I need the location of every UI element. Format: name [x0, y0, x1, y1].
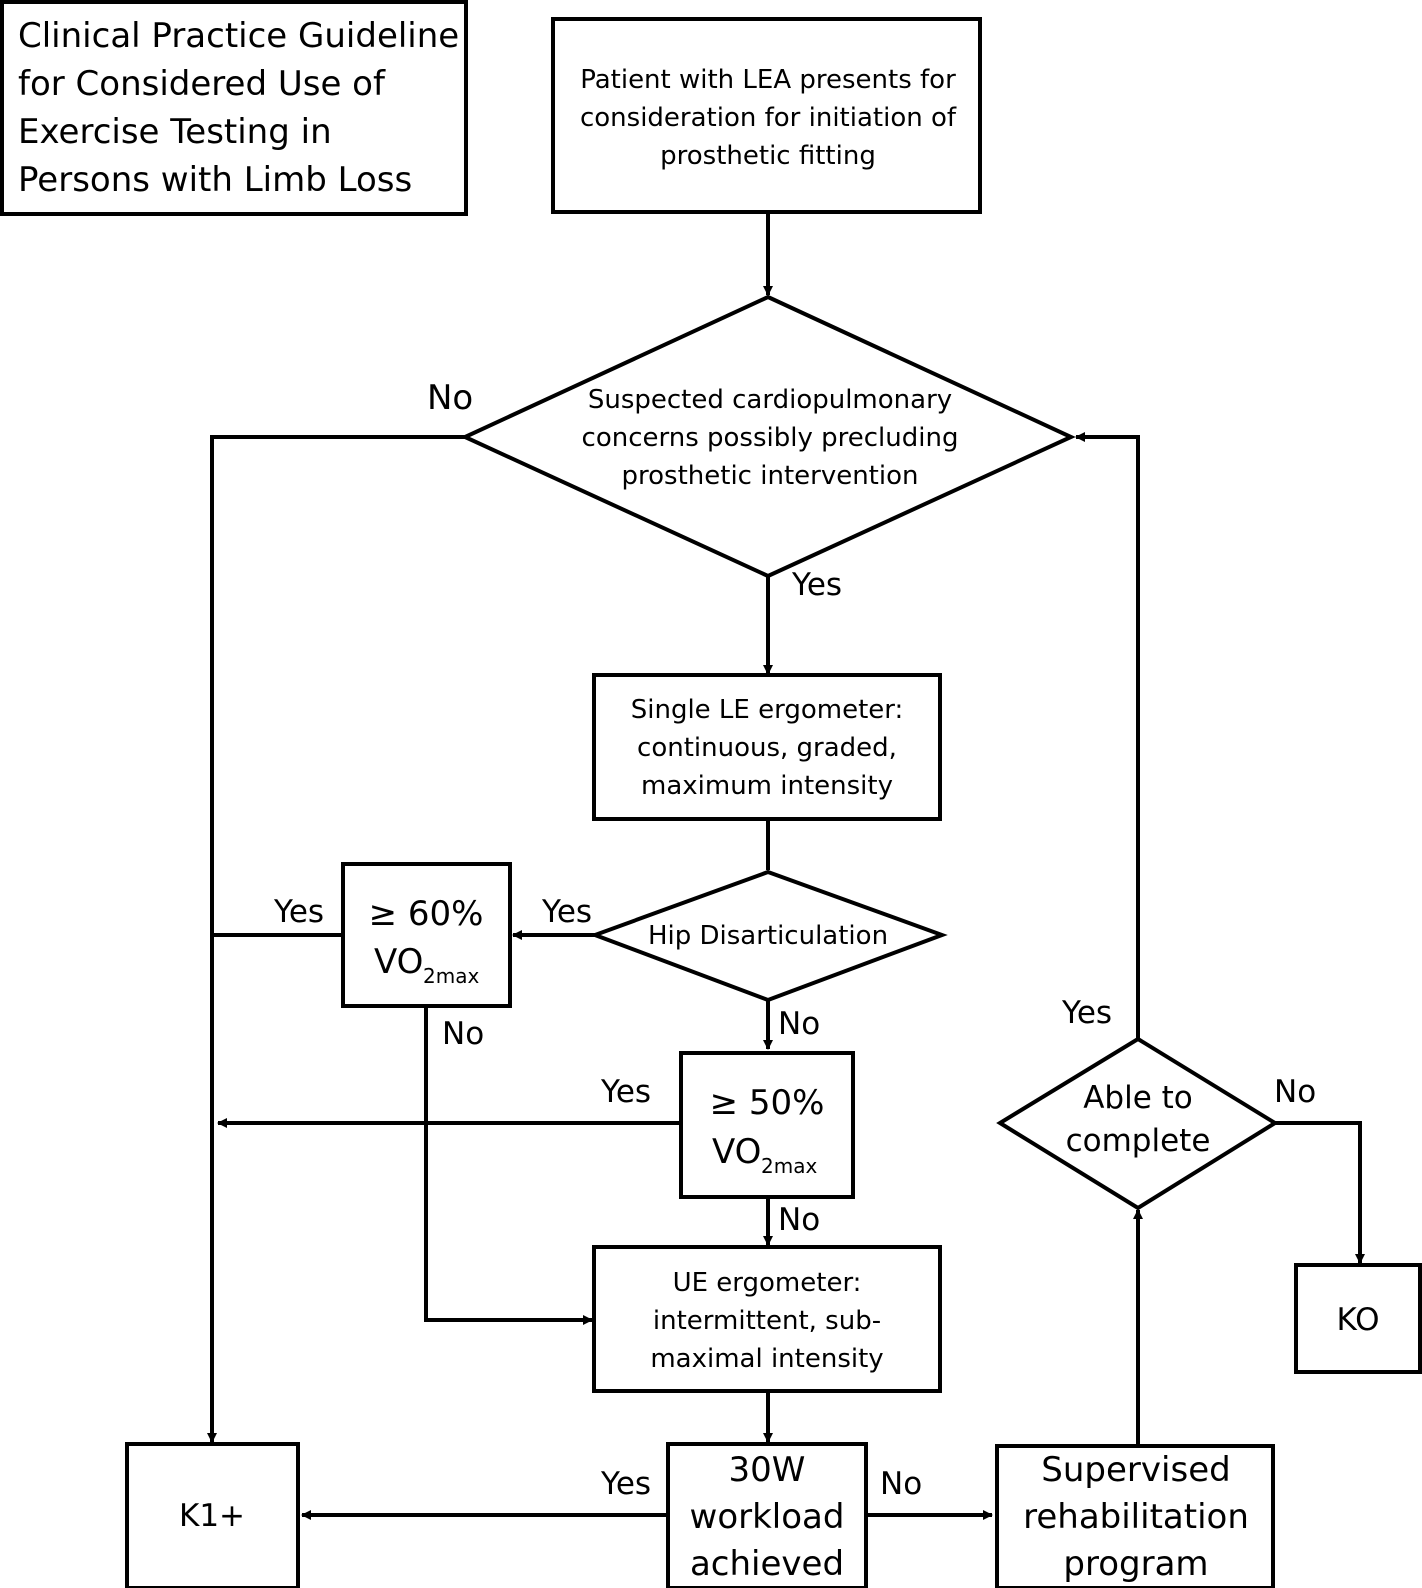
cardio-text: concerns possibly precluding: [582, 423, 959, 453]
cardio-text: Suspected cardiopulmonary: [588, 385, 952, 415]
vo60-subscript: 2max: [423, 964, 479, 988]
k0-text: KO: [1336, 1302, 1379, 1338]
edge-label-vo50-yes: Yes: [600, 1074, 651, 1110]
k0-box: KO: [1294, 1263, 1422, 1374]
title-line: for Considered Use of: [18, 64, 386, 104]
edge-label-hip-no: No: [778, 1006, 820, 1042]
edge-label-cardio-no: No: [427, 378, 473, 418]
edge-label-workload-yes: Yes: [600, 1466, 651, 1502]
cardio-decision: Suspected cardiopulmonary concerns possi…: [460, 294, 1076, 579]
edge-label-able-no: No: [1274, 1074, 1316, 1110]
start-text: Patient with LEA presents for: [580, 65, 956, 95]
k1-text: K1+: [179, 1498, 245, 1534]
title-line: Exercise Testing in: [18, 112, 332, 152]
edge-labels: No Yes Yes Yes No No Yes No Yes No Yes N…: [273, 378, 1316, 1502]
workload-text: workload: [690, 1497, 845, 1537]
edge-label-vo50-no: No: [778, 1202, 820, 1238]
rehab-text: program: [1063, 1544, 1208, 1584]
title-line: Clinical Practice Guideline: [18, 16, 459, 56]
edge-label-cardio-yes: Yes: [791, 567, 842, 603]
cardio-text: prosthetic intervention: [622, 461, 919, 491]
title-line: Persons with Limb Loss: [18, 160, 412, 200]
vo50-subscript: 2max: [761, 1154, 817, 1178]
k1-box: K1+: [125, 1442, 300, 1588]
hip-text: Hip Disarticulation: [648, 921, 888, 951]
rehab-box: Supervised rehabilitation program: [995, 1444, 1275, 1588]
vo50-box: ≥ 50% VO 2max: [679, 1051, 855, 1199]
start-text: prosthetic fitting: [660, 141, 876, 171]
rehab-text: Supervised: [1041, 1450, 1230, 1490]
arrow-able-no: [1275, 1121, 1365, 1264]
ue-text: UE ergometer:: [673, 1268, 862, 1298]
workload-box: 30W workload achieved: [666, 1442, 868, 1588]
start-box: Patient with LEA presents for considerat…: [551, 17, 982, 214]
rehab-text: rehabilitation: [1023, 1497, 1249, 1537]
workload-text: 30W: [729, 1450, 806, 1490]
edge-label-workload-no: No: [880, 1466, 922, 1502]
edge-label-hip-yes: Yes: [541, 894, 592, 930]
edge-label-vo60-no: No: [442, 1016, 484, 1052]
hip-decision: Hip Disarticulation: [589, 869, 948, 1003]
edge-label-vo60-yes: Yes: [273, 894, 324, 930]
title-box: Clinical Practice Guideline for Consider…: [0, 0, 468, 216]
able-decision: Able to complete: [996, 1036, 1279, 1211]
connectors: [207, 214, 1365, 1520]
single-le-text: Single LE ergometer:: [631, 695, 904, 725]
ue-box: UE ergometer: intermittent, sub- maximal…: [592, 1245, 942, 1393]
single-le-text: maximum intensity: [641, 771, 893, 801]
single-le-box: Single LE ergometer: continuous, graded,…: [592, 673, 942, 821]
vo50-label: VO: [712, 1132, 761, 1172]
able-text: Able to: [1083, 1080, 1193, 1116]
vo60-label: VO: [374, 942, 423, 982]
edge-label-able-yes: Yes: [1061, 995, 1112, 1031]
able-text: complete: [1066, 1123, 1211, 1159]
ue-text: maximal intensity: [650, 1344, 883, 1374]
vo50-percent: ≥ 50%: [710, 1083, 825, 1123]
line-cardio-no: [210, 435, 465, 935]
vo60-box: ≥ 60% VO 2max: [341, 862, 512, 1008]
workload-text: achieved: [690, 1544, 844, 1584]
single-le-text: continuous, graded,: [637, 733, 897, 763]
vo60-percent: ≥ 60%: [369, 894, 484, 934]
ue-text: intermittent, sub-: [653, 1306, 881, 1336]
arrow-able-yes: [1075, 432, 1140, 1039]
arrow-vo60-no: [424, 1006, 593, 1325]
start-text: consideration for initiation of: [580, 103, 957, 133]
